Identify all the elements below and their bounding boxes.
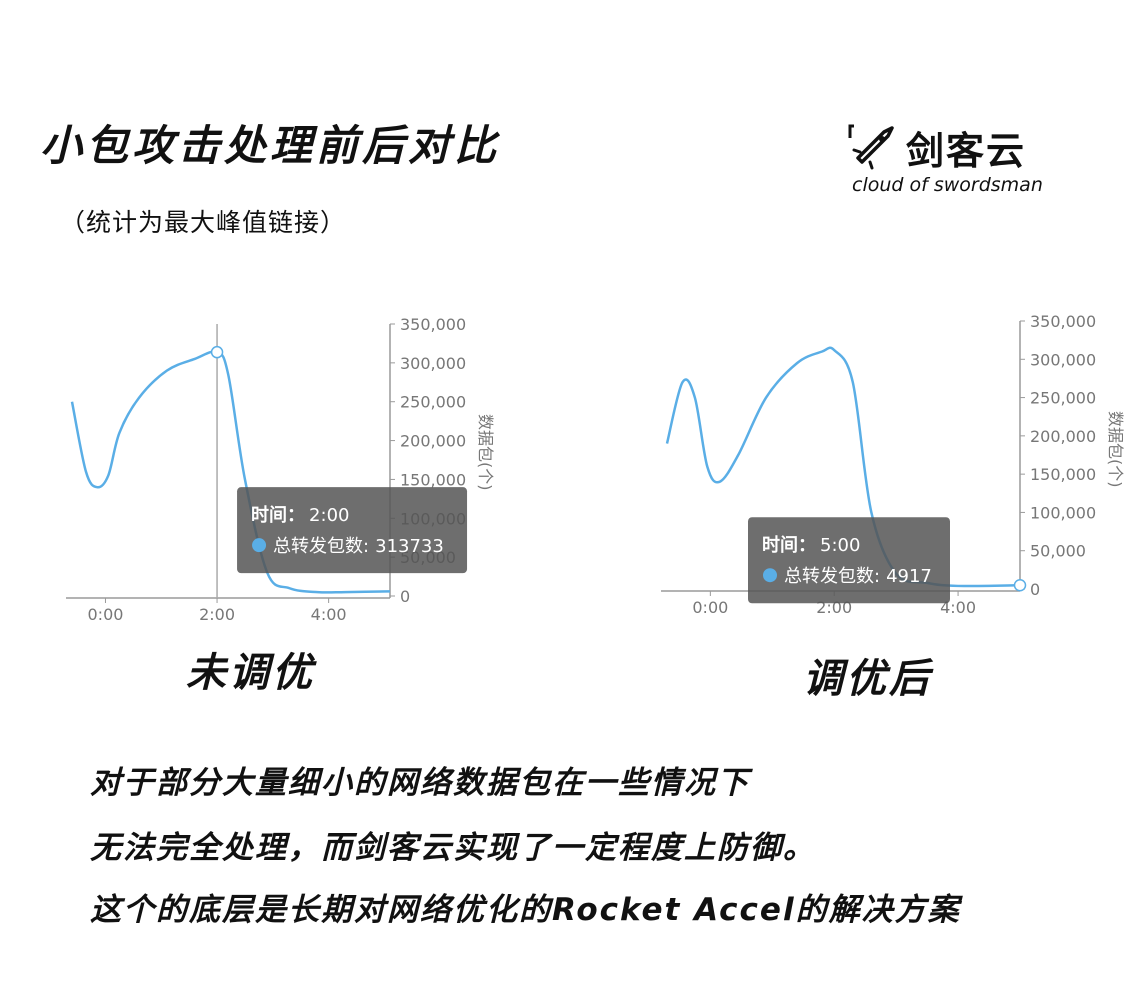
y-tick-label: 250,000 <box>400 393 466 412</box>
y-tick-label: 50,000 <box>1030 542 1086 561</box>
tooltip-series-value: 4917 <box>886 566 932 587</box>
logo-name-cn: 剑客云 <box>906 129 1027 173</box>
x-tick-label: 0:00 <box>692 598 728 617</box>
y-tick-label: 100,000 <box>1030 503 1096 522</box>
x-tick-label: 4:00 <box>940 598 976 617</box>
y-tick-label: 0 <box>1030 580 1040 599</box>
tooltip-series-value: 313733 <box>375 536 444 557</box>
series-line-after <box>665 346 1021 588</box>
brand-logo: 剑客云 cloud of swordsman <box>848 118 1048 200</box>
tooltip-time: 时间：5:00 <box>762 535 860 556</box>
caption-after-tuning: 调优后 <box>803 656 932 702</box>
series-line-before <box>70 350 391 594</box>
x-tick-label: 2:00 <box>199 605 235 624</box>
chart-after-group: 350,000 300,000 250,000 200,000 150,000 100,0… <box>661 312 1125 617</box>
y-tick-label: 150,000 <box>1030 465 1096 484</box>
highlight-point <box>1013 578 1027 592</box>
x-tick-label: 0:00 <box>88 605 124 624</box>
y-tick-label: 100,000 <box>400 509 466 528</box>
y-tick-label: 150,000 <box>400 470 466 489</box>
body-text-line-1: 对于部分大量细小的网络数据包在一些情况下 <box>90 765 750 801</box>
tooltip-series: 总转发包数: 4917 <box>784 566 932 587</box>
body-text-line-2: 无法完全处理，而剑客云实现了一定程度上防御。 <box>90 830 816 866</box>
y-axis-label: 数据包(个) <box>1106 411 1125 488</box>
y-tick-label: 0 <box>400 587 410 606</box>
tooltip-box <box>237 487 468 574</box>
chart-before-group: 350,000 300,000 250,000 200,000 150,000 100,0… <box>66 315 495 624</box>
body-text-line-3: 这个的底层是长期对网络优化的Rocket Accel的解决方案 <box>90 892 961 928</box>
logo-name-en: cloud of swordsman <box>852 174 1043 196</box>
y-tick-label: 300,000 <box>400 354 466 373</box>
tooltip-time-label: 时间： <box>251 505 305 526</box>
y-tick-label: 350,000 <box>400 315 466 334</box>
tooltip-before: 时间：2:00 总转发包数: 313733 <box>237 487 468 574</box>
x-tick-label: 4:00 <box>311 605 347 624</box>
tooltip-time-label: 时间： <box>762 535 816 556</box>
page-title: 小包攻击处理前后对比 <box>40 121 501 170</box>
y-tick-label: 50,000 <box>400 548 456 567</box>
tooltip-series-label: 总转发包数: <box>784 566 880 587</box>
rocket-tag-icon <box>848 124 894 170</box>
tooltip-series-label: 总转发包数: <box>273 536 369 557</box>
y-tick-label: 250,000 <box>1030 389 1096 408</box>
y-tick-label: 300,000 <box>1030 350 1096 369</box>
y-axis-label: 数据包(个) <box>476 414 495 491</box>
tooltip-after: 时间：5:00 总转发包数: 4917 <box>748 517 950 604</box>
highlight-point <box>210 345 224 359</box>
tooltip-series-dot <box>763 568 777 583</box>
tooltip-series: 总转发包数: 313733 <box>273 536 444 557</box>
tooltip-time: 时间：2:00 <box>251 505 349 526</box>
tooltip-series-dot <box>252 538 267 553</box>
tooltip-time-value: 5:00 <box>820 535 860 556</box>
tooltip-time-value: 2:00 <box>309 505 349 526</box>
caption-before-tuning: 未调优 <box>186 650 315 696</box>
x-tick-label: 2:00 <box>816 598 852 617</box>
y-tick-label: 200,000 <box>1030 427 1096 446</box>
y-tick-label: 200,000 <box>400 432 466 451</box>
y-tick-label: 350,000 <box>1030 312 1096 331</box>
page-subtitle: （统计为最大峰值链接） <box>60 208 347 237</box>
tooltip-box <box>748 517 950 604</box>
